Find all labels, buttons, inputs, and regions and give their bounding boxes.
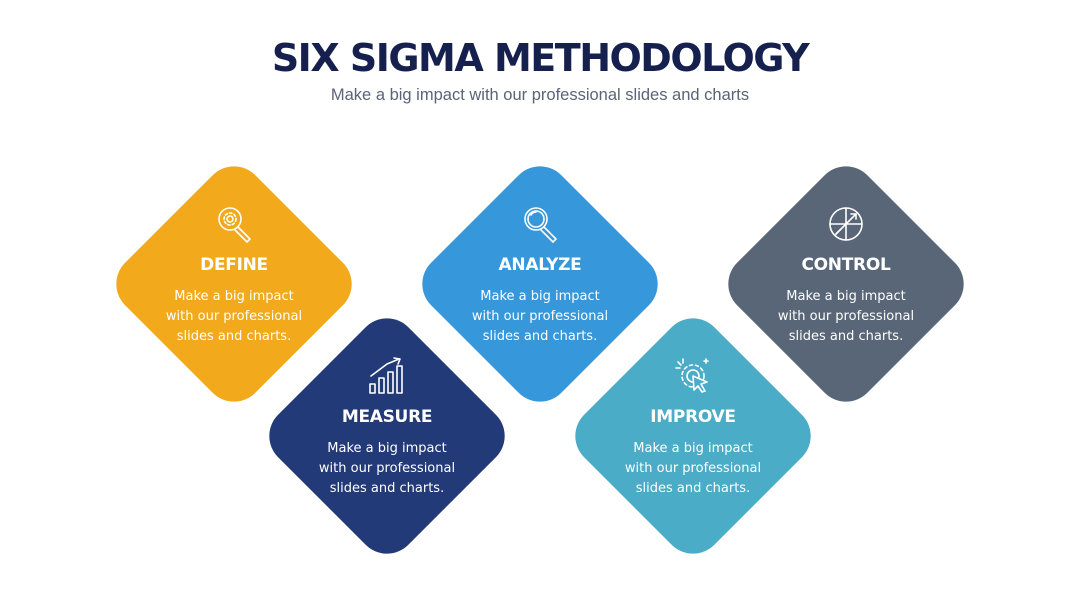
- step-card-control: CONTROL Make a big impact with our profe…: [715, 153, 977, 415]
- step-title: IMPROVE: [650, 407, 736, 427]
- page-subtitle: Make a big impact with our professional …: [330, 86, 750, 104]
- compass-icon: [826, 204, 866, 244]
- magnifier-gear-icon: [214, 204, 254, 244]
- step-description: Make a big impact with our professional …: [471, 289, 609, 344]
- step-card-measure: MEASURE Make a big impact with our profe…: [256, 305, 518, 567]
- step-title: CONTROL: [801, 255, 891, 275]
- step-card-improve: IMPROVE Make a big impact with our profe…: [562, 305, 824, 567]
- step-description: Make a big impact with our professional …: [165, 289, 303, 344]
- page-title: SIX SIGMA METHODOLOGY: [271, 36, 810, 80]
- step-title: ANALYZE: [498, 255, 582, 275]
- step-card-define: DEFINE Make a big impact with our profes…: [103, 153, 365, 415]
- bar-chart-growth-icon: [367, 356, 407, 396]
- step-description: Make a big impact with our professional …: [318, 441, 456, 496]
- step-title: MEASURE: [341, 407, 433, 427]
- step-description: Make a big impact with our professional …: [624, 441, 762, 496]
- step-title: DEFINE: [200, 255, 268, 275]
- cursor-click-icon: [673, 356, 713, 396]
- magnifier-icon: [520, 204, 560, 244]
- step-description: Make a big impact with our professional …: [777, 289, 915, 344]
- step-card-analyze: ANALYZE Make a big impact with our profe…: [409, 153, 671, 415]
